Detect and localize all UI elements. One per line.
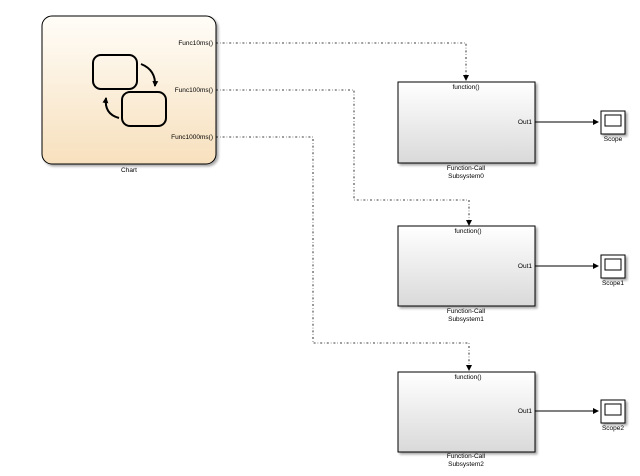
scope-2-screen-icon: [604, 403, 622, 416]
function-call-subsystem-0[interactable]: function() Out1 Function-Call Subsystem0: [397, 81, 536, 180]
subsystem-2-out-label: Out1: [518, 408, 532, 415]
function-call-subsystem-1[interactable]: function() Out1 Function-Call Subsystem1: [397, 225, 536, 323]
subsystem-0-trigger-label: function(): [452, 84, 479, 91]
output-signals: [535, 119, 599, 414]
scope-1-name: Scope1: [602, 280, 624, 287]
function-call-signals: [216, 42, 472, 371]
subsystem-2-trigger-label: function(): [454, 374, 481, 381]
scope-1-screen-icon: [604, 258, 622, 271]
chart-block-name: Chart: [121, 167, 137, 174]
scope-2-name: Scope2: [602, 425, 624, 432]
scope-block-1[interactable]: Scope1: [600, 254, 626, 287]
function-call-subsystem-2[interactable]: function() Out1 Function-Call Subsystem2: [397, 371, 536, 468]
chart-port-label-0: Func10ms(): [178, 40, 213, 47]
subsystem-1-name-line1: Function-Call: [447, 308, 486, 315]
stateflow-icon: [92, 54, 167, 127]
scope-block-0[interactable]: Scope: [600, 110, 626, 143]
subsystem-0-name-line2: Subsystem0: [448, 173, 484, 180]
subsystem-1-body[interactable]: [397, 225, 536, 307]
subsystem-1-trigger-label: function(): [454, 228, 481, 235]
subsystem-2-name-line2: Subsystem2: [448, 461, 484, 468]
chart-block[interactable]: Func10ms() Func100ms() Func1000ms() Char…: [41, 15, 217, 174]
subsystem-0-out-label: Out1: [518, 119, 532, 126]
subsystem-1-out-label: Out1: [518, 263, 532, 270]
chart-port-label-2: Func1000ms(): [171, 134, 213, 141]
subsystem-0-body[interactable]: [397, 81, 536, 164]
subsystem-1-name-line2: Subsystem1: [448, 316, 484, 323]
chart-port-label-1: Func100ms(): [175, 87, 213, 94]
signal-func100ms[interactable]: [216, 89, 472, 226]
signal-func10ms[interactable]: [216, 42, 469, 81]
subsystem-2-name-line1: Function-Call: [447, 453, 486, 460]
scope-0-screen-icon: [604, 114, 622, 127]
scope-0-name: Scope: [604, 136, 623, 143]
subsystem-2-body[interactable]: [397, 371, 536, 453]
scope-block-2[interactable]: Scope2: [600, 399, 626, 432]
subsystem-0-name-line1: Function-Call: [447, 165, 486, 172]
